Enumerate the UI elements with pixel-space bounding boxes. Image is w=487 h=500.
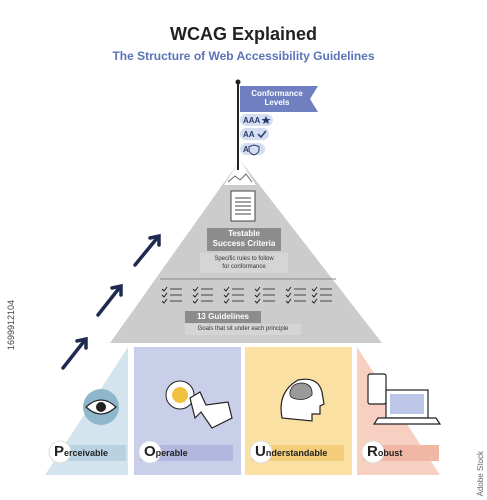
brain-head-icon xyxy=(280,378,325,422)
guideline-checklist xyxy=(161,286,332,304)
check-icon xyxy=(285,286,292,292)
level-aa: AA xyxy=(243,130,255,139)
guidelines-label: 13 Guidelines xyxy=(185,311,261,323)
check-icon xyxy=(311,286,318,292)
check-icon xyxy=(311,292,318,298)
check-icon xyxy=(161,286,168,292)
check-icon xyxy=(192,298,199,304)
page-subtitle: The Structure of Web Accessibility Guide… xyxy=(112,49,375,63)
check-icon xyxy=(254,286,261,292)
check-icon xyxy=(285,298,292,304)
level-aaa: AAA xyxy=(243,116,261,125)
cursor-click-icon xyxy=(165,380,233,429)
principle-robust: Robust xyxy=(367,443,403,460)
eye-icon xyxy=(83,389,119,425)
check-icon xyxy=(254,292,261,298)
principle-operable: Operable xyxy=(144,443,188,460)
flag xyxy=(235,79,318,170)
check-icon xyxy=(161,292,168,298)
document-icon xyxy=(230,190,256,222)
check-icon xyxy=(192,286,199,292)
check-icon xyxy=(161,298,168,304)
check-icon xyxy=(311,298,318,304)
shield-icon xyxy=(248,144,260,156)
check-icon xyxy=(223,292,230,298)
principle-perceivable: Perceivable xyxy=(54,443,109,460)
check-icon xyxy=(192,292,199,298)
stock-id: 1699912104 xyxy=(6,300,16,351)
star-icon xyxy=(261,116,271,124)
level-a: A xyxy=(243,145,249,154)
principle-understandable: Understandable xyxy=(255,443,328,460)
level-tags xyxy=(240,114,273,156)
check-icon xyxy=(223,286,230,292)
check-icon xyxy=(257,130,267,139)
devices-icon xyxy=(367,373,442,425)
guidelines-desc: Goals that sit under each principle xyxy=(185,324,301,335)
progress-arrows xyxy=(61,233,161,370)
page-title: WCAG Explained xyxy=(169,24,317,44)
check-icon xyxy=(285,292,292,298)
watermark: Adobe Stock xyxy=(476,450,485,496)
check-icon xyxy=(223,298,230,304)
check-icon xyxy=(254,298,261,304)
